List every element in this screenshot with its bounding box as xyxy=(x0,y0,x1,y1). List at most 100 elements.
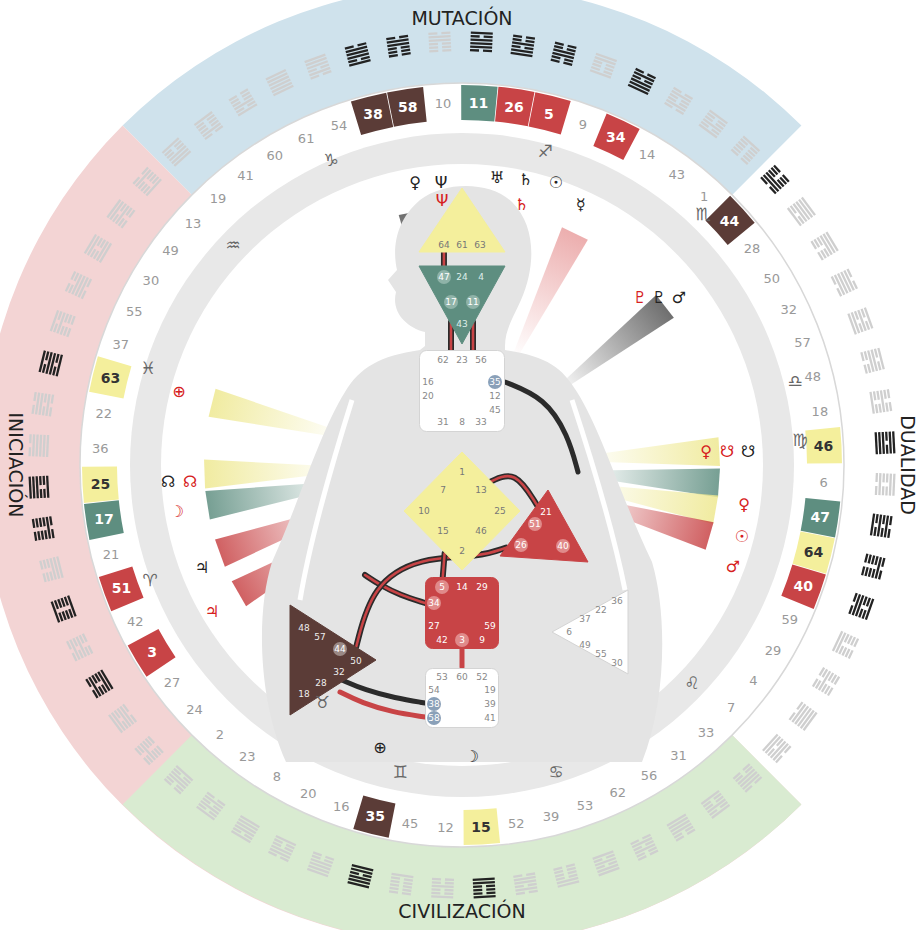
gate-number: 59 xyxy=(781,612,798,625)
hexagram xyxy=(664,87,693,115)
zodiac-sign: ♐ xyxy=(537,143,552,160)
hexagram xyxy=(39,350,63,376)
gate-number: 48 xyxy=(805,369,822,382)
gate-number: 3 xyxy=(455,633,469,647)
planet-symbol: ♇ xyxy=(633,290,647,306)
quarter-name: DUALIDAD xyxy=(898,415,917,515)
gate-number: 13 xyxy=(475,486,486,495)
zodiac-sign: ♒ xyxy=(225,237,240,254)
hexagram xyxy=(847,307,873,334)
gate-number: 39 xyxy=(484,700,495,709)
planet-symbol: ☽ xyxy=(465,749,479,765)
hexagram xyxy=(875,431,896,454)
hexagram xyxy=(470,31,493,52)
gate-number: 42 xyxy=(436,636,447,645)
gate-number: 35 xyxy=(365,809,384,823)
hexagram xyxy=(666,813,695,841)
planet-symbol: ♃ xyxy=(195,560,209,576)
hexagram xyxy=(389,873,414,896)
gate-number: 2 xyxy=(216,728,224,741)
hexagram xyxy=(831,268,858,296)
gate-number: 35 xyxy=(488,375,502,389)
hexagram xyxy=(29,476,50,499)
gate-number: 17 xyxy=(94,512,113,526)
gate-number: 11 xyxy=(469,96,488,110)
center-shape xyxy=(500,490,588,562)
planet-symbol: ♇ xyxy=(652,290,666,306)
zodiac-sign: ♍ xyxy=(792,432,807,449)
gate-number: 55 xyxy=(595,650,606,659)
hexagram xyxy=(106,199,135,228)
gate-number: 64 xyxy=(804,545,823,559)
planet-symbol: ♂ xyxy=(726,559,740,575)
gate-box xyxy=(128,629,176,677)
gate-number: 63 xyxy=(474,241,485,250)
gate-number: 49 xyxy=(579,641,590,650)
gate-number: 45 xyxy=(402,817,419,830)
gate-number: 57 xyxy=(314,633,325,642)
gate-box xyxy=(351,93,393,135)
body-silhouette xyxy=(262,186,662,762)
hexagram xyxy=(32,516,55,541)
gate-number: 9 xyxy=(479,636,485,645)
gate-number: 50 xyxy=(764,271,781,284)
hexagram xyxy=(164,765,194,794)
gate-number: 57 xyxy=(794,335,811,348)
gate-number: 47 xyxy=(437,270,451,284)
gate-number: 50 xyxy=(350,657,361,666)
center-shape xyxy=(290,605,376,715)
hexagram xyxy=(733,763,763,792)
hexagram xyxy=(630,834,658,861)
hexagram xyxy=(431,878,454,899)
gate-box xyxy=(705,196,754,245)
gate-number: 4 xyxy=(478,273,484,282)
gate-number: 24 xyxy=(186,702,203,715)
zodiac-sign: ♊ xyxy=(392,764,407,781)
gate-number: 20 xyxy=(300,786,317,799)
gate-number: 25 xyxy=(494,507,505,516)
gate-number: 56 xyxy=(475,356,486,365)
gate-number: 22 xyxy=(595,606,606,615)
gate-box xyxy=(82,467,119,504)
hexagram xyxy=(66,633,93,661)
gate-box xyxy=(99,567,144,612)
heart-center: 21512640 xyxy=(500,490,588,562)
gate-box xyxy=(495,87,534,127)
gate-number: 56 xyxy=(641,768,658,781)
gate-number: 14 xyxy=(456,583,467,592)
gate-number: 29 xyxy=(765,644,782,657)
gate-number: 16 xyxy=(333,800,350,813)
gate-number: 32 xyxy=(333,668,344,677)
gate-number: 15 xyxy=(471,820,490,834)
gate-box xyxy=(529,92,571,134)
gate-number: 31 xyxy=(670,749,687,762)
hexagram xyxy=(848,593,874,620)
hexagram xyxy=(39,556,64,582)
gate-number: 5 xyxy=(544,107,554,121)
hexagram xyxy=(590,53,617,79)
gate-number: 10 xyxy=(418,507,429,516)
gate-number: 41 xyxy=(484,714,495,723)
gate-number: 60 xyxy=(456,673,467,682)
hexagram xyxy=(701,790,730,819)
gate-number: 34 xyxy=(427,596,441,610)
gate-number: 47 xyxy=(811,510,830,524)
hexagram xyxy=(870,513,893,538)
hexagram xyxy=(265,69,293,96)
gate-number: 46 xyxy=(475,527,486,536)
planet-symbol: ♄ xyxy=(515,197,529,213)
gate-number: 60 xyxy=(267,149,284,162)
zodiac-sign: ♎ xyxy=(787,373,802,390)
activation-beam xyxy=(555,295,674,393)
gate-number: 44 xyxy=(720,214,739,228)
hexagram xyxy=(428,32,451,53)
zodiac-sign: ♈ xyxy=(142,572,157,589)
gate-number: 61 xyxy=(298,132,315,145)
gate-number: 62 xyxy=(437,356,448,365)
hexagram xyxy=(592,850,619,876)
gate-number: 62 xyxy=(610,785,627,798)
spleen-center: 48574450322818 xyxy=(290,605,376,715)
sacral-center: 514293427594239 xyxy=(425,577,499,649)
gate-number: 11 xyxy=(466,295,480,309)
gate-box xyxy=(801,498,841,537)
